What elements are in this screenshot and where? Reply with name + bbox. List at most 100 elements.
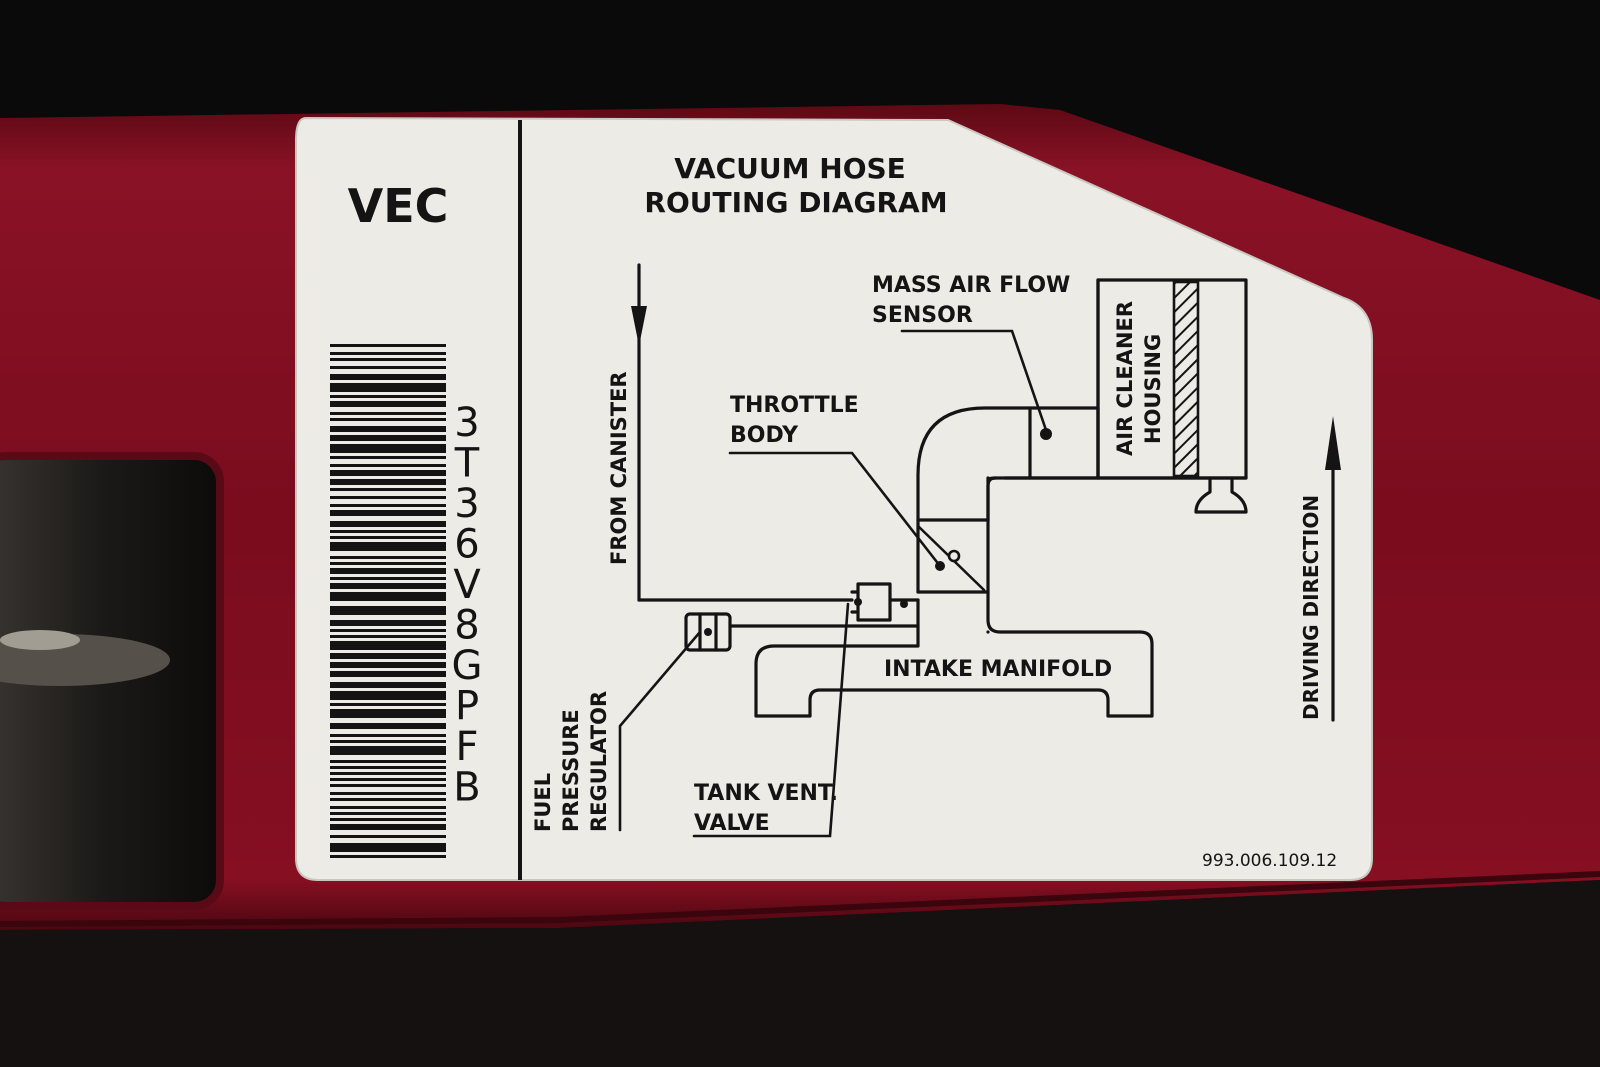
air-intake-snorkel	[1194, 476, 1248, 514]
barcode-bar	[330, 530, 446, 533]
barcode-bar	[330, 806, 446, 809]
barcode-bar	[330, 344, 446, 347]
vertical-code-char: T	[454, 441, 480, 487]
plenum	[754, 476, 1248, 718]
barcode-bar	[330, 855, 446, 858]
barcode-bar	[330, 641, 446, 650]
vertical-code-char: F	[455, 724, 478, 770]
barcode-bar	[330, 792, 446, 795]
barcode-bar	[330, 812, 446, 815]
vertical-code-char: B	[453, 765, 480, 811]
barcode-bar	[330, 435, 446, 441]
fpr-leader	[618, 630, 702, 832]
barcode-bar	[330, 426, 446, 432]
barcode-bar	[330, 444, 446, 453]
throttle-label-line2: BODY	[730, 423, 799, 448]
barcode-bar	[330, 562, 446, 565]
maf-label-line1: MASS AIR FLOW	[872, 273, 1070, 298]
barcode-bar	[330, 521, 446, 527]
vertical-code-char: 6	[454, 522, 479, 568]
barcode-bar	[330, 352, 446, 355]
barcode-bar	[330, 366, 446, 369]
canister-arrow-icon	[631, 306, 647, 346]
barcode-bar	[330, 662, 446, 668]
barcode-bar	[330, 464, 446, 467]
barcode-bar	[330, 606, 446, 615]
barcode-bar	[330, 418, 446, 421]
barcode-bar	[330, 577, 446, 580]
canister-hose	[631, 263, 854, 602]
body-lower-shadow	[0, 880, 1600, 1067]
barcode-bar	[330, 709, 446, 718]
air-cleaner-label-line2: HOUSING	[1141, 334, 1165, 444]
barcode-bar	[330, 488, 446, 491]
vertical-code-char: 8	[454, 603, 479, 649]
barcode-bar	[330, 510, 446, 516]
label-code: VEC	[348, 179, 449, 233]
barcode-bar	[330, 778, 446, 781]
diagram-title-line2: ROUTING DIAGRAM	[644, 186, 947, 219]
body-panel-edge	[0, 871, 1600, 927]
barcode-bar	[330, 412, 446, 415]
tank-vent-valve	[850, 582, 920, 622]
barcode-bar	[330, 653, 446, 659]
barcode-bar	[330, 723, 446, 729]
barcode-bar	[330, 746, 446, 755]
tank-vent-label-line1: TANK VENT.	[694, 781, 838, 806]
barcode-bar	[330, 772, 446, 775]
barcode-bar	[330, 470, 446, 476]
barcode-bar	[330, 568, 446, 574]
barcode-bar	[330, 456, 446, 459]
cutout-part	[0, 630, 80, 650]
barcode-bar	[330, 691, 446, 700]
barcode-bar	[330, 536, 446, 539]
barcode-bar	[330, 740, 446, 743]
driving-direction-label: DRIVING DIRECTION	[1299, 495, 1323, 720]
barcode	[330, 344, 446, 858]
barcode-bar	[330, 629, 446, 632]
barcode-bar	[330, 824, 446, 830]
fpr-label-line1: FUEL	[531, 773, 555, 832]
barcode-bar	[330, 496, 446, 499]
barcode-bar	[330, 620, 446, 626]
air-filter-element	[1172, 280, 1200, 478]
barcode-bar	[330, 784, 446, 787]
driving-direction-arrow-icon	[1325, 416, 1341, 470]
barcode-bar	[330, 703, 446, 706]
vertical-code-char: G	[452, 643, 483, 689]
barcode-bar	[330, 760, 446, 763]
barcode-bar	[330, 682, 446, 688]
maf-label-line2: SENSOR	[872, 303, 973, 328]
maf-point	[1040, 428, 1052, 440]
barcode-bar	[330, 635, 446, 638]
fuel-pressure-regulator	[684, 612, 920, 652]
barcode-bar	[330, 504, 446, 507]
diagram-title-line1: VACUUM HOSE	[674, 152, 906, 185]
throttle-point	[947, 549, 961, 563]
throttle-leader	[728, 451, 942, 568]
barcode-bar	[330, 798, 446, 801]
barcode-bar	[330, 843, 446, 852]
tank-vent-label-line2: VALVE	[694, 811, 770, 836]
barcode-bar	[330, 479, 446, 485]
barcode-bar	[330, 395, 446, 398]
barcode-bar	[330, 401, 446, 407]
barcode-bar	[330, 542, 446, 551]
vertical-code-char: 3	[454, 481, 479, 527]
barcode-bar	[330, 556, 446, 559]
throttle-label-line1: THROTTLE	[730, 393, 859, 418]
barcode-bar	[330, 835, 446, 838]
barcode-bar	[330, 671, 446, 677]
barcode-bar	[330, 592, 446, 601]
fpr-label-line2: PRESSURE	[559, 709, 583, 832]
barcode-bar	[330, 358, 446, 361]
intake-manifold-label: INTAKE MANIFOLD	[884, 657, 1112, 682]
vertical-code-char: 3	[454, 400, 479, 446]
air-cleaner-label-line1: AIR CLEANER	[1113, 301, 1137, 456]
part-number: 993.006.109.12	[1202, 851, 1337, 871]
tank-vent-leader	[692, 602, 850, 838]
fpr-label-line3: REGULATOR	[587, 691, 611, 832]
maf-leader	[900, 329, 1048, 432]
